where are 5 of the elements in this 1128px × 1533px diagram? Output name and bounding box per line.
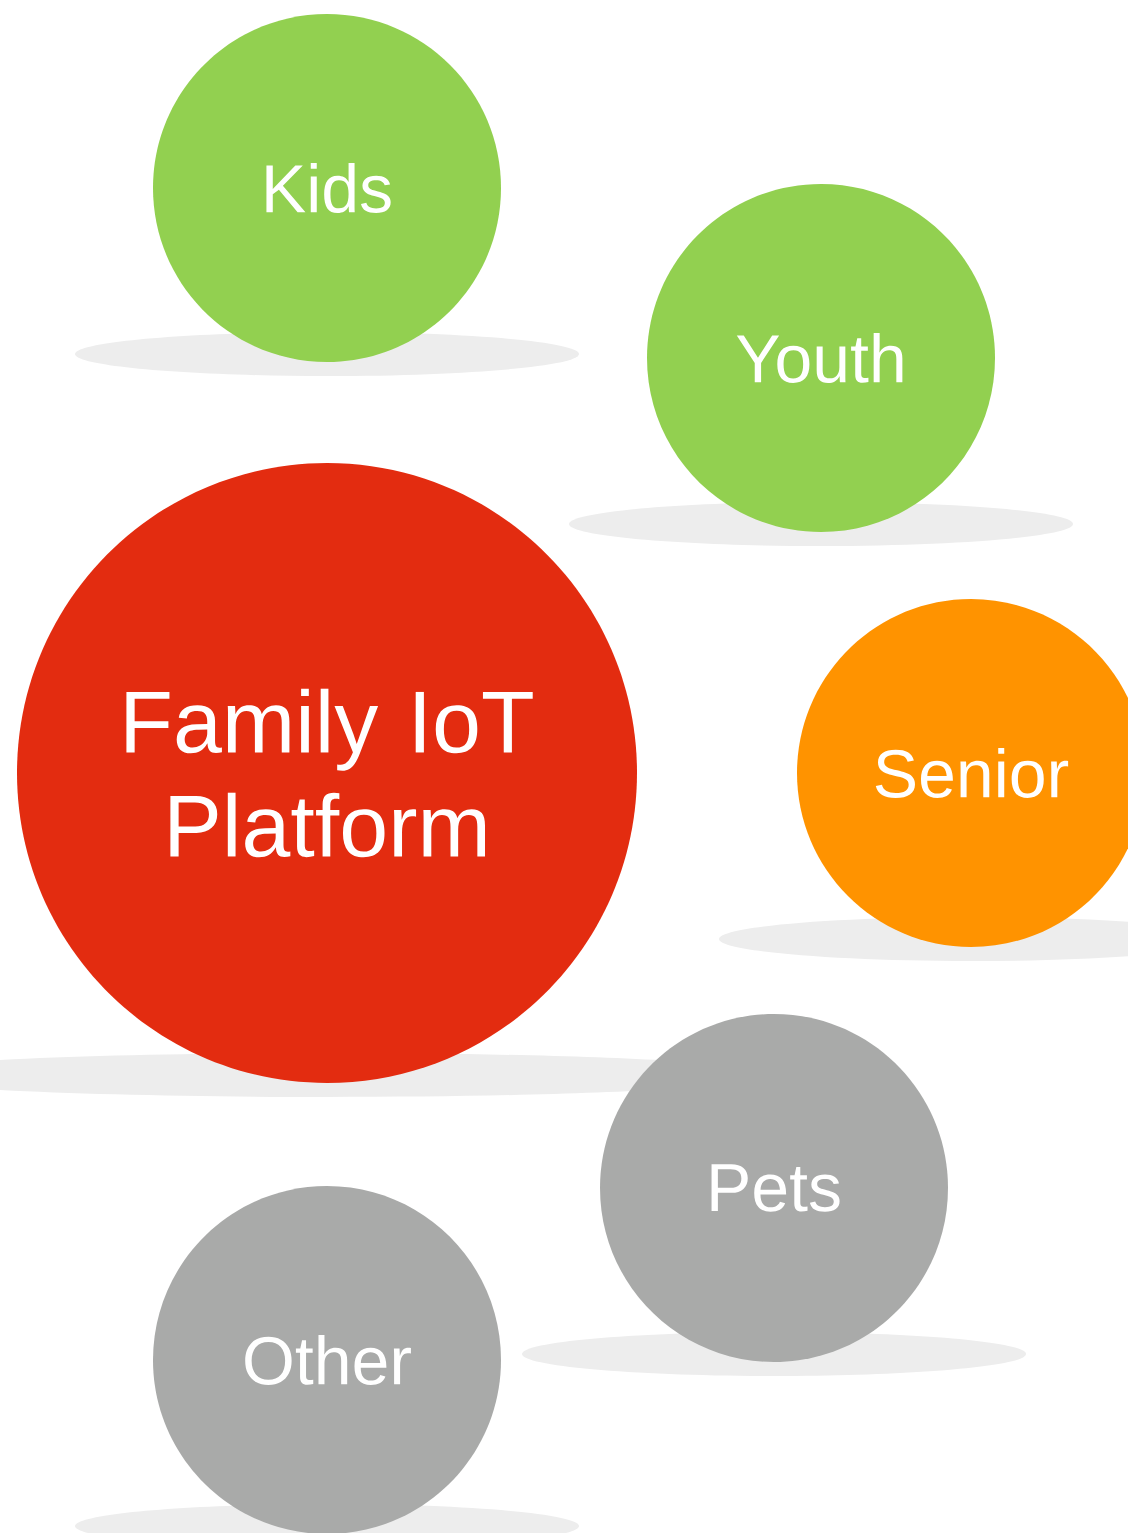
circle-node: Kids — [75, 14, 579, 376]
circle-node: Youth — [569, 184, 1073, 546]
circle-node: Pets — [522, 1014, 1026, 1376]
circle-node: Other — [75, 1186, 579, 1533]
circle-node: Senior — [719, 599, 1128, 961]
